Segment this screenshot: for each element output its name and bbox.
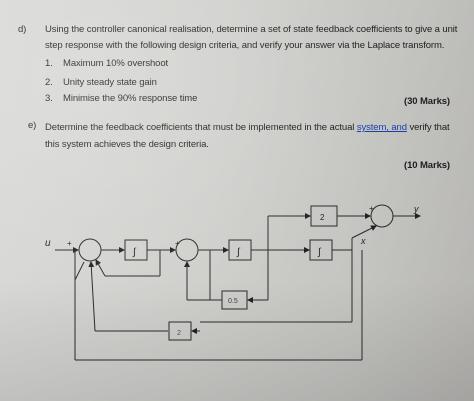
summing-junction-1 bbox=[78, 238, 102, 262]
question-e-marks: (10 Marks) bbox=[404, 160, 450, 171]
integrator-2-label: ∫ bbox=[236, 247, 241, 258]
gain-bottom-label: 2 bbox=[177, 330, 181, 337]
criterion-2-text: Unity steady state gain bbox=[63, 77, 157, 88]
integrator-1-label: ∫ bbox=[132, 247, 137, 258]
integrator-3-label: ∫ bbox=[317, 247, 322, 258]
wire-outer-up bbox=[74, 261, 85, 281]
plus-sign-s1: + bbox=[67, 239, 72, 248]
criterion-3-text: Minimise the 90% response time bbox=[63, 93, 198, 104]
output-label: y bbox=[413, 204, 419, 214]
state-label: x bbox=[360, 236, 366, 246]
plus-sign-s2: + bbox=[175, 239, 180, 248]
summing-junction-3 bbox=[370, 204, 394, 228]
question-e-line-2: this system achieves the design criteria… bbox=[45, 139, 209, 150]
criterion-1-number: 1. bbox=[45, 58, 53, 69]
wire-int1-tap-up bbox=[95, 259, 106, 277]
question-e-line-1: Determine the feedback coefficients that… bbox=[45, 122, 450, 133]
gain-mid-label: 0.5 bbox=[228, 298, 238, 305]
question-e-label: e) bbox=[28, 120, 37, 131]
wire-bottom-return-up bbox=[88, 261, 96, 332]
system-link[interactable]: system, and bbox=[356, 122, 407, 133]
input-label: u bbox=[45, 238, 51, 249]
gain-top-label: 2 bbox=[320, 213, 325, 222]
criterion-2-number: 2. bbox=[45, 77, 53, 88]
integrator-3-block bbox=[309, 239, 333, 261]
question-d-line-1: Using the controller canonical realisati… bbox=[45, 24, 458, 35]
question-d-label: d) bbox=[18, 24, 27, 35]
criterion-1-text: Maximum 10% overshoot bbox=[63, 58, 169, 69]
question-d-marks: (30 Marks) bbox=[404, 96, 450, 107]
integrator-1-block bbox=[124, 239, 148, 261]
wire-state-to-s3 bbox=[351, 225, 377, 239]
question-d-line-2: step response with the following design … bbox=[45, 40, 445, 51]
criterion-3-number: 3. bbox=[45, 93, 53, 104]
plus-sign-s3: + bbox=[369, 204, 374, 213]
integrator-2-block bbox=[228, 239, 252, 261]
